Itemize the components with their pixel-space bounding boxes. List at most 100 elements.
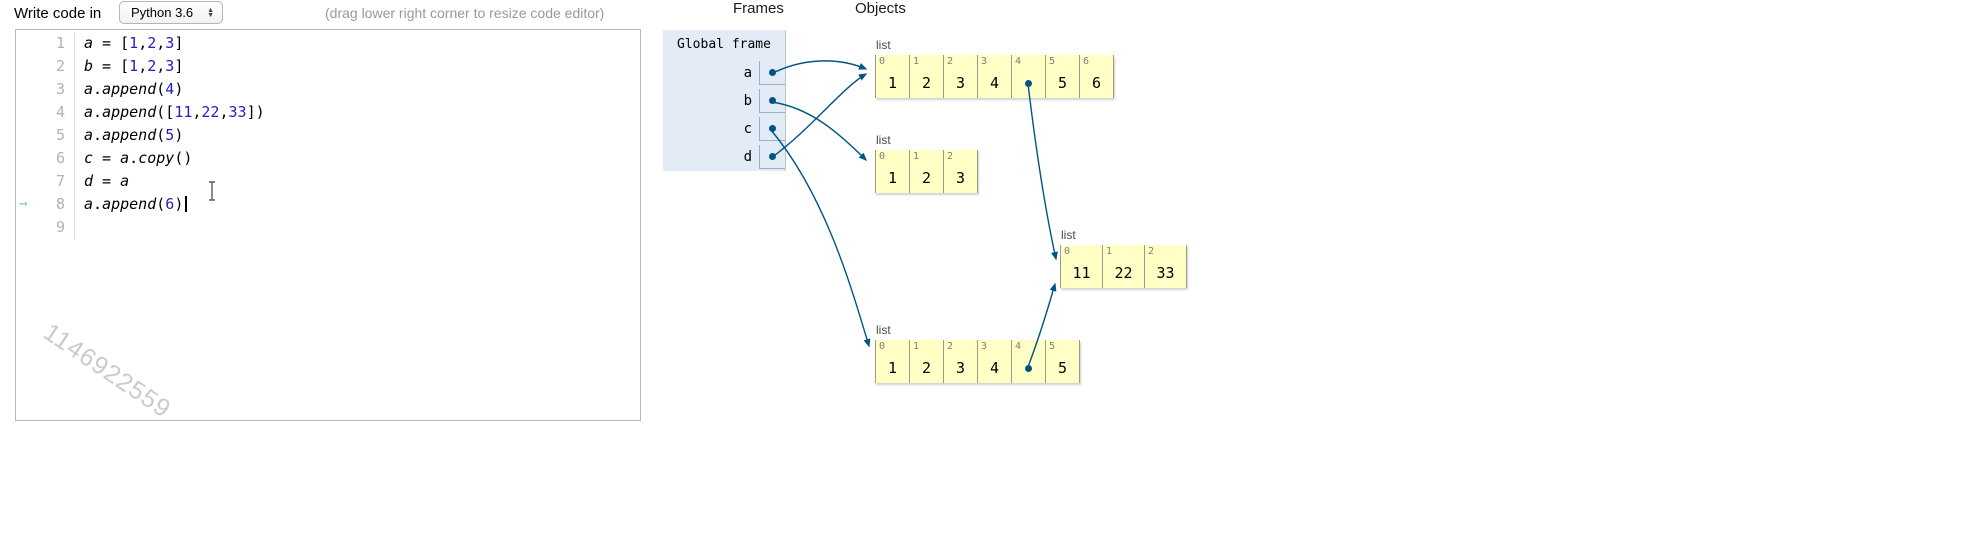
frame-variable: b	[663, 87, 785, 115]
pointer-dot	[1025, 364, 1032, 372]
code-text: a.append(6)	[74, 193, 640, 216]
variable-name: c	[743, 121, 752, 137]
frame-variable: d	[663, 143, 785, 171]
list-value: 5	[1057, 359, 1068, 377]
list-value	[1012, 68, 1045, 98]
line-number: 1	[55, 34, 65, 52]
list-type-label: list	[876, 133, 891, 147]
list-value: 4	[989, 74, 1000, 92]
pointer-dot	[769, 153, 776, 160]
list-value: 3	[955, 359, 966, 377]
list-value	[1012, 353, 1045, 383]
code-text: d = a	[74, 170, 640, 193]
list-value: 4	[989, 359, 1000, 377]
frames-header: Frames	[733, 0, 784, 17]
line-number: 3	[55, 80, 65, 98]
list-index: 4	[1015, 56, 1022, 67]
frame-variable: a	[663, 59, 785, 87]
list-index: 2	[1148, 246, 1155, 257]
list-index: 1	[913, 151, 920, 162]
list-value: 2	[921, 74, 932, 92]
list-index: 0	[879, 341, 886, 352]
list-value: 1	[887, 169, 898, 187]
code-line[interactable]: 3 a.append(4)	[16, 78, 640, 101]
pointer-dot	[769, 97, 776, 104]
code-text: a = [1,2,3]	[74, 32, 640, 55]
list-value: 6	[1091, 74, 1102, 92]
line-number: 9	[55, 218, 65, 236]
list-type-label: list	[876, 38, 891, 52]
list-index: 2	[947, 56, 954, 67]
variable-name: a	[743, 65, 752, 81]
code-line[interactable]: 7 d = a	[16, 170, 640, 193]
resize-hint: (drag lower right corner to resize code …	[325, 5, 605, 21]
list-value: 2	[921, 359, 932, 377]
arrow-list1-to-list3	[1027, 83, 1058, 261]
list-index: 2	[947, 341, 954, 352]
pointer-dot	[769, 125, 776, 132]
code-line[interactable]: 4 a.append([11,22,33])	[16, 101, 640, 124]
ibeam-cursor-icon	[209, 181, 215, 201]
watermark: 1146922559	[38, 318, 177, 424]
list-type-label: list	[876, 323, 891, 337]
list-value: 3	[955, 74, 966, 92]
code-text: a.append([11,22,33])	[74, 101, 640, 124]
line-number: 4	[55, 103, 65, 121]
list-cell: 4	[1011, 55, 1045, 98]
list-value: 11	[1072, 264, 1091, 282]
list-value: 22	[1114, 264, 1133, 282]
list-index: 2	[947, 151, 954, 162]
code-line[interactable]: 9	[16, 216, 640, 239]
write-code-in-label: Write code in	[14, 5, 102, 22]
global-frame-label: Global frame	[677, 37, 771, 52]
line-number: 6	[55, 149, 65, 167]
code-line[interactable]: 1 a = [1,2,3]	[16, 32, 640, 55]
code-text	[74, 216, 640, 239]
objects-header: Objects	[855, 0, 906, 17]
list-cell: 4	[1011, 340, 1045, 383]
list-value: 33	[1156, 264, 1175, 282]
variable-value-cell	[759, 89, 785, 113]
frame-variable: c	[663, 115, 785, 143]
variable-value-cell	[759, 117, 785, 141]
pointer-dot	[769, 69, 776, 76]
current-line-arrow-icon: ➞	[19, 195, 29, 213]
list-index: 3	[981, 341, 988, 352]
variable-value-cell	[759, 145, 785, 169]
line-number: 2	[55, 57, 65, 75]
code-text: a.append(4)	[74, 78, 640, 101]
line-number: 7	[55, 172, 65, 190]
pointer-dot	[1025, 79, 1032, 87]
language-select[interactable]: Python 3.6 ▲▼	[119, 1, 224, 24]
code-text: a.append(5)	[74, 124, 640, 147]
list-index: 1	[913, 341, 920, 352]
language-select-value: Python 3.6	[131, 5, 194, 20]
list-index: 0	[879, 56, 886, 67]
list-value: 1	[887, 359, 898, 377]
list-index: 5	[1049, 341, 1056, 352]
code-text: c = a.copy()	[74, 147, 640, 170]
code-line[interactable]: 6 c = a.copy()	[16, 147, 640, 170]
list-index: 0	[879, 151, 886, 162]
list-index: 6	[1083, 56, 1090, 67]
variable-name: d	[743, 149, 752, 165]
